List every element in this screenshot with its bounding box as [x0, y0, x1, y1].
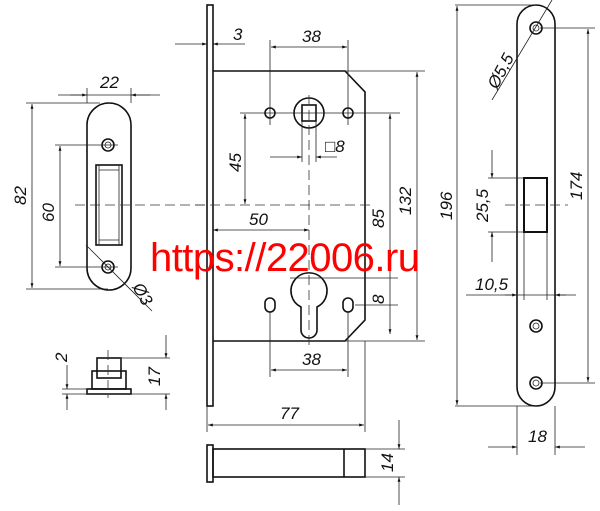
strike-width-label: 22	[99, 73, 119, 92]
backset-label: 50	[249, 210, 268, 229]
screw-hole-icon	[529, 319, 543, 333]
screw-spacing-label: 174	[567, 172, 586, 200]
strike-hole-label: Ø3	[128, 279, 157, 309]
body-depth-label: 77	[280, 404, 299, 423]
body-height-label: 132	[396, 186, 415, 215]
latch-height-label: 25,5	[473, 188, 492, 223]
lock-bottom-view	[206, 444, 366, 483]
lock-body: 3 38 45 □8 50 85 132 8 38 77	[175, 4, 425, 505]
strike-screw-spacing-label: 60	[39, 203, 58, 222]
faceplate: Ø5,5 196 174 25,5 10,5 18	[437, 0, 595, 455]
watermark: https://22006.ru	[150, 236, 420, 280]
spindle-offset-label: 45	[226, 153, 245, 172]
screw-hole-label: Ø5,5	[483, 50, 518, 93]
latch-width-label: 10,5	[475, 275, 509, 294]
spindle-square-label: □8	[325, 137, 345, 156]
cylinder-offset-label: 8	[369, 294, 388, 304]
faceplate-width-label: 18	[528, 427, 547, 446]
strike-height-label: 82	[11, 186, 30, 205]
strike-offset-label: 2	[52, 352, 71, 363]
faceplate-thickness-label: 3	[233, 25, 243, 44]
center-distance-label: 85	[369, 209, 388, 228]
top-holes-spacing-label: 38	[302, 27, 321, 46]
bottom-holes-spacing-label: 38	[302, 350, 321, 369]
strike-side-view	[62, 335, 170, 410]
body-thickness-label: 14	[378, 453, 397, 472]
faceplate-length-label: 196	[437, 191, 456, 220]
strike-depth-label: 17	[145, 367, 164, 386]
